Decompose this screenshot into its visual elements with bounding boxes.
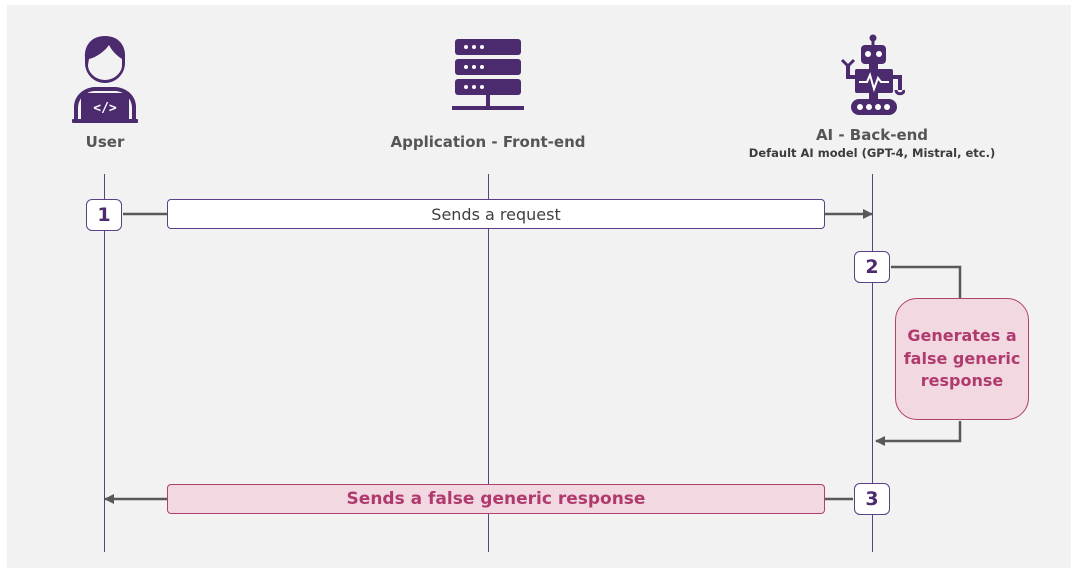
frontend-lifeline <box>488 174 489 552</box>
actor-label-frontend: Application - Front-end <box>390 133 586 151</box>
self-loop-out-arrow <box>891 265 962 299</box>
request-message: Sends a request <box>167 199 825 229</box>
backend-lifeline <box>872 174 873 552</box>
self-loop-return-arrow <box>875 421 962 446</box>
user-lifeline <box>104 174 105 552</box>
step-2-badge: 2 <box>854 251 890 283</box>
actor-label-backend: AI - Back-end <box>815 126 929 144</box>
svg-text:</>: </> <box>93 101 117 116</box>
user-laptop-icon: </> <box>72 36 138 123</box>
diagram-canvas: </> User Application - Front-end <box>7 5 1071 568</box>
arrows-layer <box>104 209 962 504</box>
step-3-badge: 3 <box>854 483 890 515</box>
actor-label-user: User <box>85 133 125 151</box>
server-icon <box>452 39 524 110</box>
step-1-badge: 1 <box>86 199 122 231</box>
actor-sublabel-backend: Default AI model (GPT-4, Mistral, etc.) <box>748 146 996 160</box>
response-message: Sends a false generic response <box>167 484 825 514</box>
robot-icon <box>840 34 905 115</box>
generate-response-box: Generates a false generic response <box>895 298 1029 420</box>
